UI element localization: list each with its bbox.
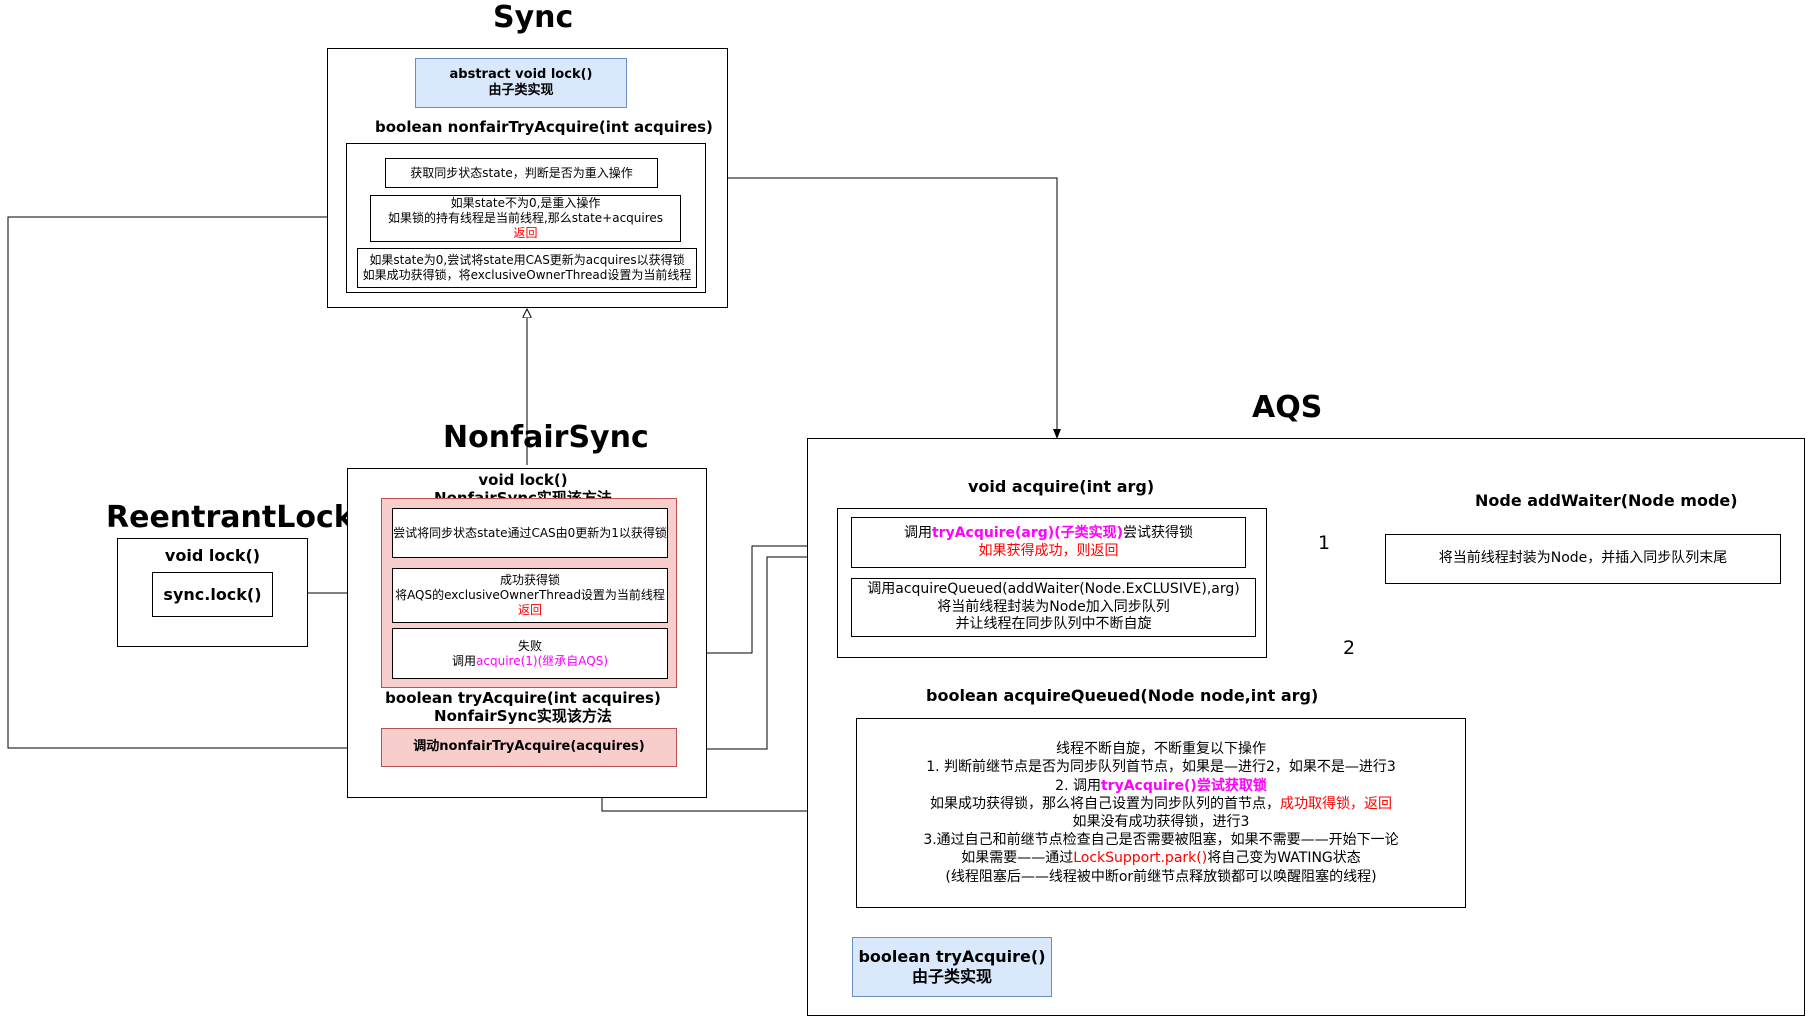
aqs-tryacquire-abstract-note: 由子类实现	[911, 967, 992, 986]
sync-step-get-state-text: 获取同步状态state，判断是否为重入操作	[410, 165, 633, 180]
nonfair-tryacquire-header-l1: boolean tryAcquire(int acquires)	[385, 689, 661, 707]
aqs-call-queued-l2: 将当前线程封装为Node加入同步队列	[937, 598, 1170, 615]
nonfair-tryacquire-header-l2: NonfairSync实现该方法	[434, 707, 612, 725]
aq-line-step3: 3.通过自己和前继节点检查自己是否需要被阻塞，如果不需要——开始下一论	[923, 832, 1399, 849]
abstract-lock-box: abstract void lock() 由子类实现	[415, 58, 627, 108]
aqs-acquire-header: void acquire(int arg)	[968, 477, 1155, 496]
edge-sync-to-aqs	[728, 177, 1061, 439]
aq-park-suffix: 将自己变为WATING状态	[1207, 850, 1361, 867]
acquirequeued-box: 线程不断自旋，不断重复以下操作 1. 判断前继节点是否为同步队列首节点，如果是—…	[856, 718, 1466, 908]
aqs-call-text: 调用	[903, 525, 932, 541]
nonfair-cas-try: 尝试将同步状态state通过CAS由0更新为1以获得锁	[392, 508, 668, 558]
aq-park-call: LockSupport.park()	[1073, 850, 1208, 867]
sync-lock-call-box: sync.lock()	[152, 572, 273, 617]
aqs-call-queued-l3: 并让线程在同步队列中不断自旋	[955, 616, 1152, 633]
aqs-call-tryacquire-box: 调用tryAcquire(arg)(子类实现)尝试获得锁 如果获得成功，则返回	[851, 517, 1246, 568]
nonfair-lock-header-l1: void lock()	[478, 471, 568, 489]
nonfair-cas-try-text: 尝试将同步状态state通过CAS由0更新为1以获得锁	[393, 525, 667, 540]
call-nonfair-tryacquire-box: 调动nonfairTryAcquire(acquires)	[381, 728, 677, 767]
aqs-tryacquire-abstract-box: boolean tryAcquire() 由子类实现	[852, 937, 1052, 997]
aq-line-wakeup: (线程阻塞后——线程被中断or前继节点释放锁都可以唤醒阻塞的线程)	[945, 868, 1377, 885]
aqs-tryacquire-abstract-signature: boolean tryAcquire()	[858, 947, 1046, 966]
sync-title: Sync	[493, 0, 574, 35]
sync-step-cas-l2: 如果成功获得锁，将exclusiveOwnerThread设置为当前线程	[362, 268, 692, 282]
nonfair-fail-acquire-text: acquire(1)(继承自AQS)	[476, 653, 608, 668]
aqs-call-queued-box: 调用acquireQueued(addWaiter(Node.ExCLUSIVE…	[851, 578, 1256, 637]
aq-step2-prefix: 2. 调用	[1055, 777, 1101, 794]
reentrantlock-title: ReentrantLock	[106, 500, 354, 535]
addwaiter-text: 将当前线程封装为Node，并插入同步队列末尾	[1438, 550, 1728, 567]
nonfair-fail-l1: 失败	[517, 638, 542, 653]
nonfair-fail-l2: 调用acquire(1)(继承自AQS)	[452, 654, 608, 669]
nonfair-success-l1: 成功获得锁	[499, 573, 560, 587]
edge-call-to-nonfair	[7, 213, 381, 749]
call-nonfair-tryacquire-text: 调动nonfairTryAcquire(acquires)	[413, 739, 645, 755]
nonfair-tryacquire-header: boolean tryAcquire(int acquires) Nonfair…	[347, 689, 699, 725]
aq-success-prefix: 如果成功获得锁，那么将自己设置为同步队列的首节点，	[930, 795, 1280, 812]
aqs-call-tryacquire-l1: 调用tryAcquire(arg)(子类实现)尝试获得锁	[904, 525, 1193, 543]
nonfair-success-box: 成功获得锁 将AQS的exclusiveOwnerThread设置为当前线程 返…	[392, 568, 668, 623]
sync-step-reentrant: 如果state不为0,是重入操作 如果锁的持有线程是当前线程,那么state+a…	[370, 195, 681, 242]
aq-line-step1: 1. 判断前继节点是否为同步队列首节点，如果是—进行2，如果不是—进行3	[926, 759, 1396, 776]
aq-line-park: 如果需要——通过LockSupport.park()将自己变为WATING状态	[961, 849, 1361, 867]
sync-step-reentrant-l1: 如果state不为0,是重入操作	[450, 196, 601, 210]
sync-step-get-state: 获取同步状态state，判断是否为重入操作	[385, 158, 658, 188]
aq-success-return: 成功取得锁，返回	[1280, 795, 1392, 812]
aq-line-fail: 如果没有成功获得锁，进行3	[1072, 814, 1250, 830]
addwaiter-box: 将当前线程封装为Node，并插入同步队列末尾	[1385, 534, 1781, 584]
edge-fail-to-acquire	[667, 542, 838, 654]
sync-step-cas: 如果state为0,尝试将state用CAS更新为acquires以获得锁 如果…	[357, 248, 697, 288]
aq-step2-tryacquire: tryAcquire()尝试获取锁	[1100, 777, 1267, 794]
nonfair-success-return: 返回	[517, 603, 542, 617]
abstract-lock-note: 由子类实现	[488, 83, 554, 98]
aq-line-success: 如果成功获得锁，那么将自己设置为同步队列的首节点，成功取得锁，返回	[930, 795, 1392, 813]
addwaiter-header: Node addWaiter(Node mode)	[1475, 491, 1738, 510]
reentrantlock-frame	[117, 538, 308, 647]
edge-label-1: 1	[1318, 532, 1331, 554]
abstract-lock-signature: abstract void lock()	[449, 66, 593, 82]
reentrantlock-lock-label: void lock()	[164, 546, 261, 565]
nonfair-success-l2: 将AQS的exclusiveOwnerThread设置为当前线程	[395, 588, 665, 602]
aqs-call-queued-l1: 调用acquireQueued(addWaiter(Node.ExCLUSIVE…	[867, 581, 1240, 598]
edge-label-2: 2	[1343, 637, 1356, 659]
nonfairsync-title: NonfairSync	[443, 420, 649, 455]
sync-step-cas-l1: 如果state为0,尝试将state用CAS更新为acquires以获得锁	[369, 253, 685, 267]
nonfair-fail-call-text: 调用	[452, 653, 477, 668]
aq-line-spin: 线程不断自旋，不断重复以下操作	[1056, 741, 1266, 758]
aqs-title: AQS	[1252, 390, 1323, 425]
nonfair-fail-box: 失败 调用acquire(1)(继承自AQS)	[392, 628, 668, 679]
aq-line-step2: 2. 调用tryAcquire()尝试获取锁	[1055, 777, 1267, 795]
sync-step-reentrant-return: 返回	[513, 226, 538, 240]
aqs-tryacquire-subclass-text: tryAcquire(arg)(子类实现)	[931, 525, 1123, 541]
aqs-try-get-lock-text: 尝试获得锁	[1123, 525, 1193, 541]
sync-step-reentrant-l2: 如果锁的持有线程是当前线程,那么state+acquires	[387, 211, 664, 225]
aq-park-prefix: 如果需要——通过	[961, 850, 1074, 867]
aqs-call-tryacquire-return: 如果获得成功，则返回	[978, 542, 1119, 559]
nonfair-method-header: boolean nonfairTryAcquire(int acquires)	[375, 118, 713, 136]
acquirequeued-header: boolean acquireQueued(Node node,int arg)	[926, 686, 1319, 705]
sync-lock-call-text: sync.lock()	[163, 584, 262, 604]
